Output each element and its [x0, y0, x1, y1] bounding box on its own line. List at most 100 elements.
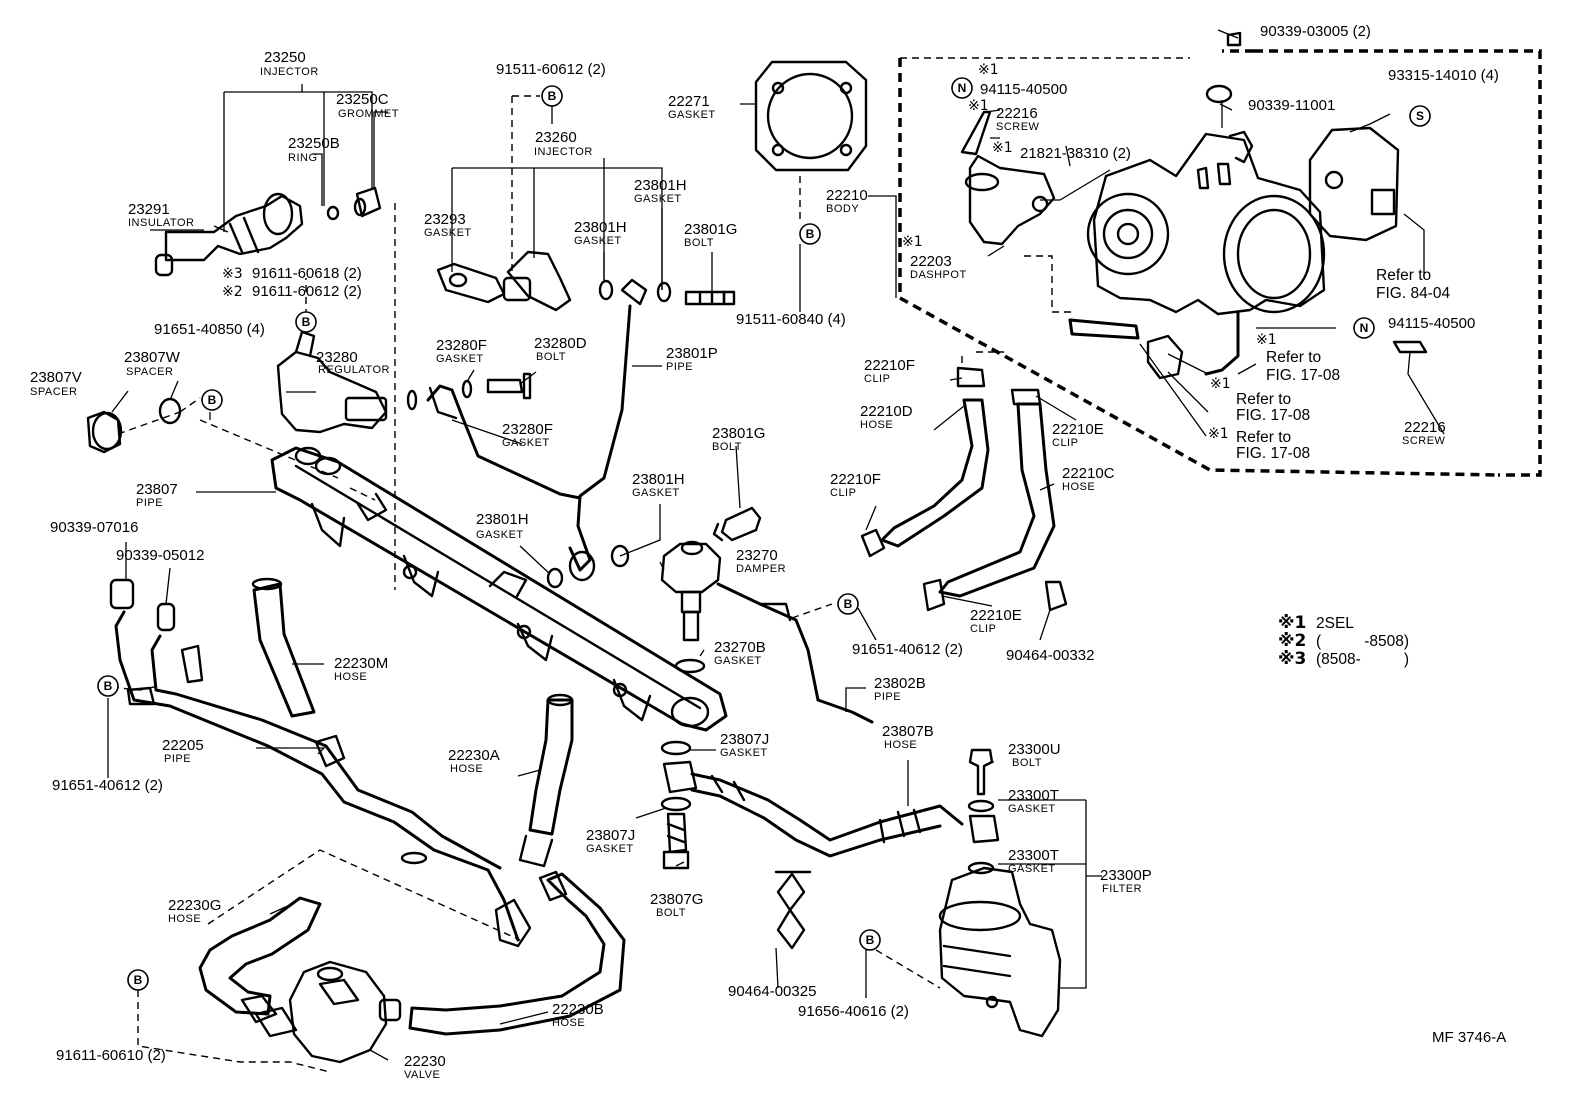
ref-fig17c-line2: FIG. 17-08 — [1236, 445, 1310, 462]
label-23280d-num: 23280D — [534, 335, 587, 352]
legend-mark-3: ※3 — [1278, 649, 1306, 669]
svg-text:B: B — [548, 89, 557, 103]
label-23807j-b-name: GASKET — [586, 843, 634, 855]
label-23802b-num: 23802B — [874, 675, 926, 692]
ref-fig17a-line2: FIG. 17-08 — [1266, 367, 1340, 384]
label-22230-name: VALVE — [404, 1069, 440, 1081]
label-23300p-num: 23300P — [1100, 867, 1152, 884]
label-22210-name: BODY — [826, 203, 859, 215]
ref-fig17a-line1: Refer to — [1266, 349, 1321, 366]
label-23807b-num: 23807B — [882, 723, 934, 740]
ref-fig17c-line1: Refer to — [1236, 429, 1291, 446]
label-23801h-d-num: 23801H — [476, 511, 529, 528]
label-22230g-num: 22230G — [168, 897, 221, 914]
label-23807w-num: 23807W — [124, 349, 181, 366]
hose-22230b-drawing — [408, 872, 626, 1036]
pipe-22205-drawing — [114, 610, 520, 942]
label-22210-num: 22210 — [826, 187, 868, 204]
label-22210d-name: HOSE — [860, 419, 893, 431]
spacer-23807w-drawing — [158, 397, 182, 425]
label-23270b-num: 23270B — [714, 639, 766, 656]
label-23250-name: INJECTOR — [260, 66, 319, 78]
label-22203-name: DASHPOT — [910, 269, 967, 281]
label-22271-num: 22271 — [668, 93, 710, 110]
legend-mark-1: ※1 — [1278, 613, 1306, 633]
label-23291-num: 23291 — [128, 201, 170, 218]
label-22210f-b-name: CLIP — [830, 487, 856, 499]
label-21821-38310-mark: ※1 — [992, 140, 1013, 156]
label-23802b-name: PIPE — [874, 691, 901, 703]
label-91611-60618-num: 91611-60618 (2) — [252, 265, 362, 282]
label-22210f-a-num: 22210F — [864, 357, 915, 374]
label-23260-name: INJECTOR — [534, 146, 593, 158]
label-91611-60610-num: 91611-60610 (2) — [56, 1047, 166, 1064]
label-23801h-a-name: GASKET — [574, 235, 622, 247]
callout-b-3: B — [295, 311, 317, 333]
label-23807-name: PIPE — [136, 497, 163, 509]
label-22203-num: 22203 — [910, 253, 952, 270]
label-23260-num: 23260 — [535, 129, 577, 146]
label-22271-name: GASKET — [668, 109, 716, 121]
label-91656-40616-num: 91656-40616 (2) — [798, 1003, 909, 1020]
label-22210e-b-num: 22210E — [970, 607, 1022, 624]
delivery-pipe-23807-drawing — [270, 446, 728, 732]
label-23801p-name: PIPE — [666, 361, 693, 373]
label-23270-name: DAMPER — [736, 563, 786, 575]
label-23801h-c-num: 23801H — [632, 471, 685, 488]
label-90464-00332-num: 90464-00332 — [1006, 647, 1094, 664]
callout-s: S — [1409, 105, 1431, 127]
svg-text:N: N — [958, 81, 967, 95]
label-23807v-num: 23807V — [30, 369, 82, 386]
label-93315-14010-num: 93315-14010 (4) — [1388, 67, 1499, 84]
label-22210d-num: 22210D — [860, 403, 913, 420]
damper-23270-drawing — [660, 540, 722, 674]
label-22230-num: 22230 — [404, 1053, 446, 1070]
label-23807-num: 23807 — [136, 481, 178, 498]
label-91611-60618-mark: ※3 — [222, 266, 243, 282]
label-23801h-d-name: GASKET — [476, 529, 524, 541]
label-22210e-a-name: CLIP — [1052, 437, 1078, 449]
legend-mark-2: ※2 — [1278, 631, 1306, 651]
label-23300t-b-name: GASKET — [1008, 863, 1056, 875]
svg-text:B: B — [104, 679, 113, 693]
hose-22230a-drawing — [528, 698, 574, 836]
label-90339-05012-num: 90339-05012 — [116, 547, 204, 564]
label-22230g-name: HOSE — [168, 913, 201, 925]
legend-text-1: 2SEL — [1316, 615, 1354, 632]
label-23300t-b-num: 23300T — [1008, 847, 1059, 864]
label-22230a-num: 22230A — [448, 747, 500, 764]
label-23801h-c-name: GASKET — [632, 487, 680, 499]
label-23270-num: 23270 — [736, 547, 778, 564]
label-23280f-b-num: 23280F — [502, 421, 553, 438]
label-23300t-a-num: 23300T — [1008, 787, 1059, 804]
label-22230m-num: 22230M — [334, 655, 388, 672]
label-23293-name: GASKET — [424, 227, 472, 239]
label-91651-40850-num: 91651-40850 (4) — [154, 321, 265, 338]
label-91611-60612-mark: ※2 — [222, 284, 243, 300]
label-22210f-a-name: CLIP — [864, 373, 890, 385]
svg-text:B: B — [844, 597, 853, 611]
clip-90464-00325-drawing — [774, 870, 812, 950]
svg-text:B: B — [302, 315, 311, 329]
label-22230b-name: HOSE — [552, 1017, 585, 1029]
hose-22230m-drawing — [252, 582, 316, 718]
label-22210e-b-name: CLIP — [970, 623, 996, 635]
label-23250c-num: 23250C — [336, 91, 389, 108]
label-23250b-num: 23250B — [288, 135, 340, 152]
label-91511-60840-num: 91511-60840 (4) — [736, 311, 846, 328]
label-23291-name: INSULATOR — [128, 217, 194, 229]
label-22216-a-mark: ※1 — [968, 98, 989, 114]
label-23250-num: 23250 — [264, 49, 306, 66]
label-23280-name: REGULATOR — [318, 364, 390, 376]
label-22210c-name: HOSE — [1062, 481, 1095, 493]
svg-text:S: S — [1416, 109, 1424, 123]
label-23270b-name: GASKET — [714, 655, 762, 667]
label-23280d-name: BOLT — [536, 351, 566, 363]
callout-b-1: B — [541, 85, 563, 107]
label-22216-b-name: SCREW — [1402, 435, 1446, 447]
label-23280f-b-name: GASKET — [502, 437, 550, 449]
callout-b-5: B — [837, 593, 859, 615]
label-22230b-num: 22230B — [552, 1001, 604, 1018]
label-94115-40500-b-num: 94115-40500 — [1388, 315, 1475, 332]
label-23280f-a-name: GASKET — [436, 353, 484, 365]
